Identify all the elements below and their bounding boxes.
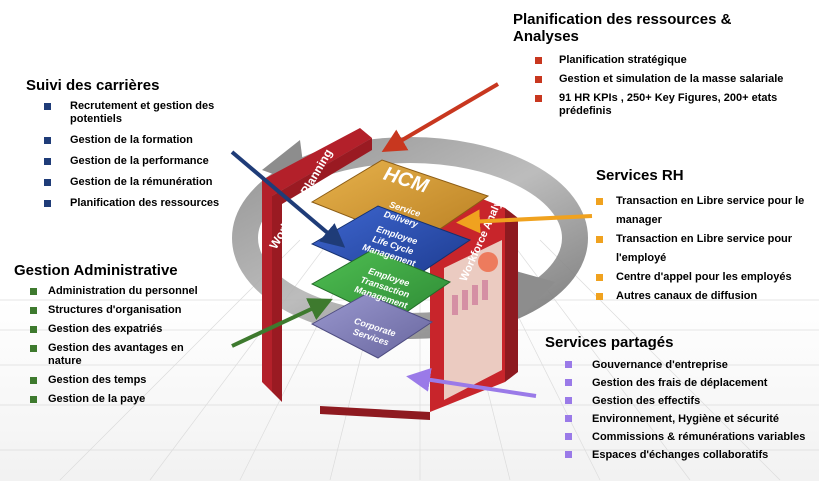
panel-gestion-administrative: Gestion Administrative Administration du… bbox=[14, 262, 214, 412]
bullet-list: Recrutement et gestion des potentiels Ge… bbox=[26, 100, 256, 210]
bullet-square-icon bbox=[596, 274, 603, 281]
bullet-square-icon bbox=[565, 415, 572, 422]
panel-suivi-carrieres: Suivi des carrières Recrutement et gesti… bbox=[26, 77, 256, 218]
bullet-square-icon bbox=[30, 288, 37, 295]
bullet-square-icon bbox=[535, 57, 542, 64]
bullet-square-icon bbox=[535, 76, 542, 83]
bullet-square-icon bbox=[565, 433, 572, 440]
list-item: Structures d'organisation bbox=[14, 304, 214, 317]
panel-services-rh: Services RH Transaction en Libre service… bbox=[596, 167, 806, 306]
panel-title: Suivi des carrières bbox=[26, 77, 160, 94]
bullet-square-icon bbox=[44, 103, 51, 110]
list-item: Recrutement et gestion des potentiels bbox=[26, 100, 256, 126]
bullet-square-icon bbox=[30, 396, 37, 403]
pointer-arrows bbox=[230, 82, 593, 398]
panel-title: Services partagés bbox=[545, 334, 674, 351]
list-item: Gestion des expatriés bbox=[14, 323, 214, 336]
bullet-square-icon bbox=[565, 451, 572, 458]
arrow-planif bbox=[381, 82, 500, 153]
list-item: 91 HR KPIs , 250+ Key Figures, 200+ etat… bbox=[513, 92, 793, 118]
list-item: Gestion de la paye bbox=[14, 393, 214, 406]
panel-title: Planification des ressources & Analyses bbox=[513, 11, 732, 45]
bullet-square-icon bbox=[30, 377, 37, 384]
bullet-square-icon bbox=[596, 198, 603, 205]
list-item: Environnement, Hygiène et sécurité bbox=[545, 410, 815, 428]
bullet-square-icon bbox=[565, 397, 572, 404]
bullet-square-icon bbox=[596, 293, 603, 300]
arrow-sp bbox=[406, 367, 537, 398]
panel-services-partages: Services partagés Gouvernance d'entrepri… bbox=[545, 334, 815, 464]
list-item: Administration du personnel bbox=[14, 285, 214, 298]
panel-planification-analyses: Planification des ressources & Analyses … bbox=[513, 11, 793, 124]
list-item: Planification stratégique bbox=[513, 54, 793, 67]
bullet-square-icon bbox=[535, 95, 542, 102]
bullet-square-icon bbox=[30, 345, 37, 352]
list-item: Transaction en Libre service pour le man… bbox=[596, 192, 806, 230]
arrow-rh bbox=[456, 209, 593, 234]
bullet-list: Gouvernance d'entreprise Gestion des fra… bbox=[545, 356, 815, 464]
bullet-square-icon bbox=[44, 200, 51, 207]
list-item: Gestion des temps bbox=[14, 374, 214, 387]
corporate-services-layer bbox=[310, 293, 434, 359]
panel-title: Gestion Administrative bbox=[14, 262, 178, 279]
list-item: Gestion de la rémunération bbox=[26, 176, 256, 189]
bullet-square-icon bbox=[565, 379, 572, 386]
list-item: Gestion de la performance bbox=[26, 155, 256, 168]
list-item: Gestion des effectifs bbox=[545, 392, 815, 410]
list-item: Centre d'appel pour les employés bbox=[596, 268, 806, 287]
bullet-list: Planification stratégique Gestion et sim… bbox=[513, 54, 793, 118]
list-item: Gestion des avantages en nature bbox=[14, 342, 214, 368]
arrow-suivi bbox=[230, 150, 346, 248]
bullet-list: Transaction en Libre service pour le man… bbox=[596, 192, 806, 306]
bullet-square-icon bbox=[44, 137, 51, 144]
list-item: Gestion des frais de déplacement bbox=[545, 374, 815, 392]
bullet-square-icon bbox=[565, 361, 572, 368]
bullet-list: Administration du personnel Structures d… bbox=[14, 285, 214, 406]
list-item: Commissions & rémunérations variables bbox=[545, 428, 815, 446]
bullet-square-icon bbox=[44, 158, 51, 165]
bullet-square-icon bbox=[44, 179, 51, 186]
list-item: Gouvernance d'entreprise bbox=[545, 356, 815, 374]
panel-title: Services RH bbox=[596, 167, 684, 184]
bullet-square-icon bbox=[30, 326, 37, 333]
list-item: Autres canaux de diffusion bbox=[596, 287, 806, 306]
arrow-admin bbox=[231, 298, 333, 348]
bullet-square-icon bbox=[30, 307, 37, 314]
list-item: Espaces d'échanges collaboratifs bbox=[545, 446, 815, 464]
list-item: Gestion de la formation bbox=[26, 134, 256, 147]
list-item: Planification des ressources bbox=[26, 197, 256, 210]
bullet-square-icon bbox=[596, 236, 603, 243]
list-item: Gestion et simulation de la masse salari… bbox=[513, 73, 793, 86]
list-item: Transaction en Libre service pour l'empl… bbox=[596, 230, 806, 268]
